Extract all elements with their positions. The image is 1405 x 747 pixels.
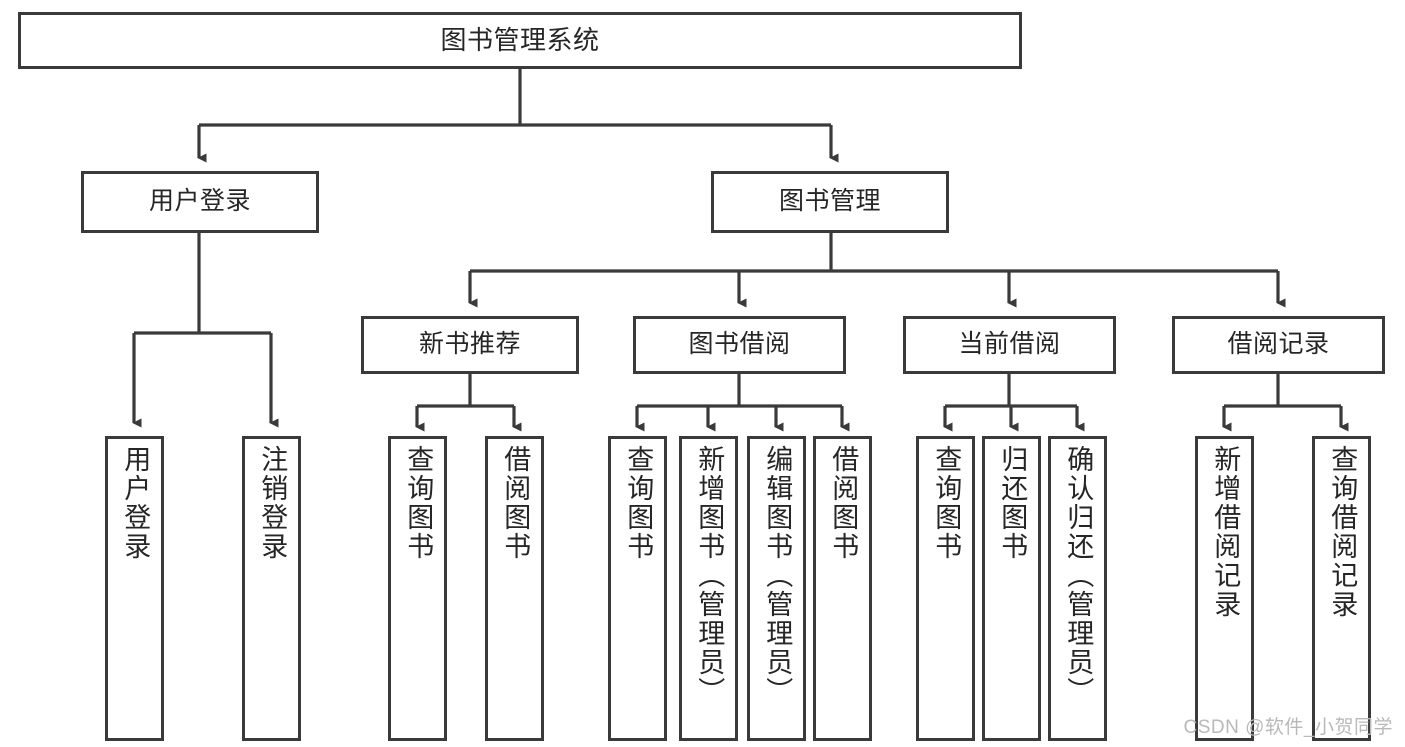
- node-leaf-confirm-return-admin[interactable]: 确认归还（管理员）: [1048, 436, 1107, 741]
- node-label: 当前借阅: [958, 330, 1061, 359]
- node-leaf-return-book[interactable]: 归还图书: [982, 436, 1041, 741]
- node-label: 查询图书: [931, 445, 962, 561]
- node-leaf-query-borrow-record[interactable]: 查询借阅记录: [1312, 436, 1371, 741]
- csdn-watermark: CSDN @软件_小贺同学: [1183, 717, 1393, 738]
- node-label: 用户登录: [120, 445, 151, 561]
- node-leaf-add-book-admin[interactable]: 新增图书（管理员）: [679, 436, 738, 741]
- node-label: 编辑图书（管理员）: [762, 445, 793, 706]
- node-borrowing-records[interactable]: 借阅记录: [1172, 316, 1385, 374]
- node-current-borrowing[interactable]: 当前借阅: [903, 316, 1116, 374]
- node-label: 图书管理系统: [440, 25, 600, 56]
- node-label: 查询图书: [403, 445, 434, 561]
- node-label: 新书推荐: [418, 330, 521, 359]
- node-label: 借阅记录: [1227, 330, 1330, 359]
- node-label: 查询借阅记录: [1327, 445, 1358, 619]
- node-label: 借阅图书: [828, 445, 859, 561]
- node-leaf-borrow-book[interactable]: 借阅图书: [813, 436, 872, 741]
- node-label: 归还图书: [997, 445, 1028, 561]
- node-leaf-logout[interactable]: 注销登录: [242, 436, 301, 741]
- node-leaf-edit-book-admin[interactable]: 编辑图书（管理员）: [747, 436, 806, 741]
- node-leaf-user-login[interactable]: 用户登录: [105, 436, 164, 741]
- node-book-management[interactable]: 图书管理: [711, 171, 949, 233]
- node-label: 新增借阅记录: [1210, 445, 1241, 619]
- node-label: 注销登录: [257, 445, 288, 561]
- node-leaf-query-book-borrow[interactable]: 查询图书: [608, 436, 667, 741]
- node-leaf-borrow-book-newbook[interactable]: 借阅图书: [485, 436, 544, 741]
- node-root-book-management-system[interactable]: 图书管理系统: [18, 12, 1022, 69]
- node-leaf-add-borrow-record[interactable]: 新增借阅记录: [1195, 436, 1254, 741]
- node-leaf-query-book-newbook[interactable]: 查询图书: [388, 436, 447, 741]
- node-label: 图书借阅: [688, 330, 791, 359]
- node-book-borrowing[interactable]: 图书借阅: [633, 316, 846, 374]
- node-label: 借阅图书: [500, 445, 531, 561]
- node-new-book-recommendation[interactable]: 新书推荐: [361, 316, 579, 374]
- node-label: 图书管理: [778, 187, 881, 216]
- node-user-login[interactable]: 用户登录: [81, 171, 319, 233]
- node-label: 用户登录: [148, 187, 251, 216]
- node-label: 新增图书（管理员）: [694, 445, 725, 706]
- node-label: 查询图书: [623, 445, 654, 561]
- node-label: 确认归还（管理员）: [1063, 445, 1094, 706]
- node-leaf-query-book-current[interactable]: 查询图书: [916, 436, 975, 741]
